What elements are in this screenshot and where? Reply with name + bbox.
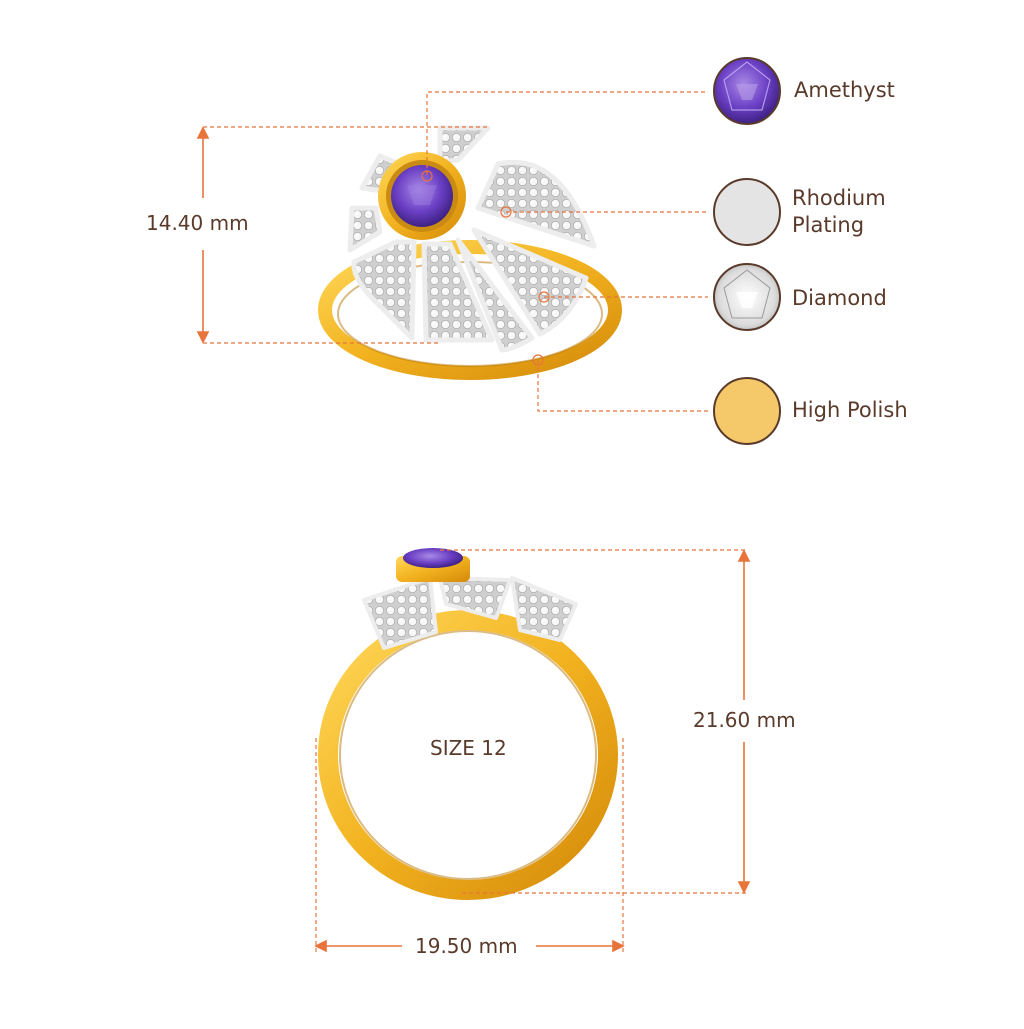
- legend-label-rhodium-line1: Rhodium: [792, 186, 886, 210]
- dimension-side-height: 21.60 mm: [693, 708, 796, 732]
- amethyst-gem-icon: [713, 57, 781, 125]
- top-view-fan: [347, 125, 597, 353]
- leader-lines: [203, 91, 748, 952]
- dimension-top-height: 14.40 mm: [146, 211, 249, 235]
- diamond-gem-icon: [713, 263, 781, 331]
- high-polish-swatch-icon: [713, 377, 781, 445]
- top-view-ring: [318, 125, 622, 380]
- legend-label-amethyst: Amethyst: [794, 78, 895, 102]
- dimension-width: 19.50 mm: [415, 934, 518, 958]
- rhodium-swatch-icon: [713, 178, 781, 246]
- legend-label-high-polish: High Polish: [792, 398, 908, 422]
- ring-size-label: SIZE 12: [430, 736, 507, 760]
- legend-swatches: [713, 57, 781, 445]
- side-view-fan: [362, 576, 578, 650]
- legend-label-rhodium-line2: Plating: [792, 213, 865, 237]
- dimension-arrows: [196, 126, 751, 953]
- leader-markers: [421, 170, 550, 366]
- side-view-ring: [318, 548, 618, 900]
- legend-label-diamond: Diamond: [792, 286, 887, 310]
- side-amethyst-stone: [403, 548, 463, 568]
